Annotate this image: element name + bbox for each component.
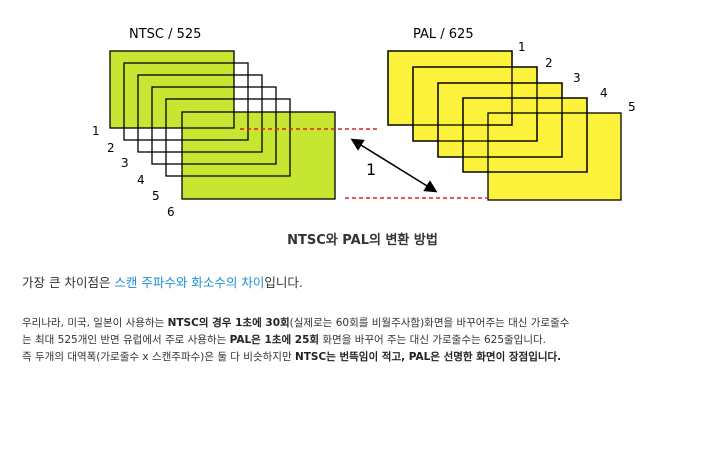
body-line-2-bold: PAL은 1초에 25회 [229,334,320,346]
body-line-3: 즉 두개의 대역폭(가로줄수 x 스캔주파수)은 둘 다 비슷하지만 NTSC는… [22,349,714,366]
ntsc-number-2: 2 [107,141,115,155]
body-line-1: 우리나라, 미국, 일본이 사용하는 NTSC의 경우 1초에 30회(실제로는… [22,315,714,332]
scaling-arrow-label: 1 [366,160,376,179]
ntsc-pal-diagram: NTSC / 525 1 2 3 4 5 6 PAL / 625 1 2 3 4… [92,27,636,219]
pal-number-2: 2 [545,56,553,70]
body-line-2: 는 최대 525개인 반면 유럽에서 주로 사용하는 PAL은 1초에 25회 … [22,332,714,349]
pal-number-5: 5 [628,100,636,114]
body-line-3-bold: NTSC는 번뜩임이 적고, PAL은 선명한 화면이 장점입니다. [294,351,562,363]
body-line-3-part-1: 즉 두개의 대역폭(가로줄수 x 스캔주파수)은 둘 다 비슷하지만 [22,351,295,363]
ntsc-title: NTSC / 525 [129,27,201,42]
summary-suffix: 입니다. [264,275,303,290]
body-paragraph: 우리나라, 미국, 일본이 사용하는 NTSC의 경우 1초에 30회(실제로는… [22,315,714,366]
ntsc-frame-6 [181,111,336,200]
figure-caption: NTSC와 PAL의 변환 방법 [287,233,438,248]
ntsc-number-4: 4 [137,173,145,187]
scaling-arrow [350,138,438,193]
pal-number-4: 4 [600,86,608,100]
body-line-1-bold: NTSC의 경우 1초에 30회 [167,317,290,329]
summary-prefix: 가장 큰 차이점은 [22,275,115,290]
body-line-2-part-3: 화면을 바꾸어 주는 대신 가로줄수는 625줄입니다. [319,334,546,346]
ntsc-number-6: 6 [167,205,175,219]
ntsc-number-1: 1 [92,124,100,138]
pal-frame-numbers: 1 2 3 4 5 [518,40,636,114]
ntsc-frame-numbers: 1 2 3 4 5 6 [92,124,175,219]
body-line-1-part-3: (실제로는 60회를 비월주사함)화면을 바꾸어주는 대신 가로줄수 [289,317,570,329]
ntsc-number-3: 3 [121,156,129,170]
pal-number-3: 3 [573,71,581,85]
ntsc-frame-stack [109,50,336,200]
pal-frame-stack [387,50,622,201]
summary-highlight: 스캔 주파수와 화소수의 차이 [114,275,265,290]
ntsc-number-5: 5 [152,189,160,203]
pal-number-1: 1 [518,40,526,54]
body-line-2-part-1: 는 최대 525개인 반면 유럽에서 주로 사용하는 [22,334,230,346]
summary-line: 가장 큰 차이점은 스캔 주파수와 화소수의 차이입니다. [22,272,303,291]
body-line-1-part-1: 우리나라, 미국, 일본이 사용하는 [22,317,168,329]
pal-title: PAL / 625 [413,27,474,42]
